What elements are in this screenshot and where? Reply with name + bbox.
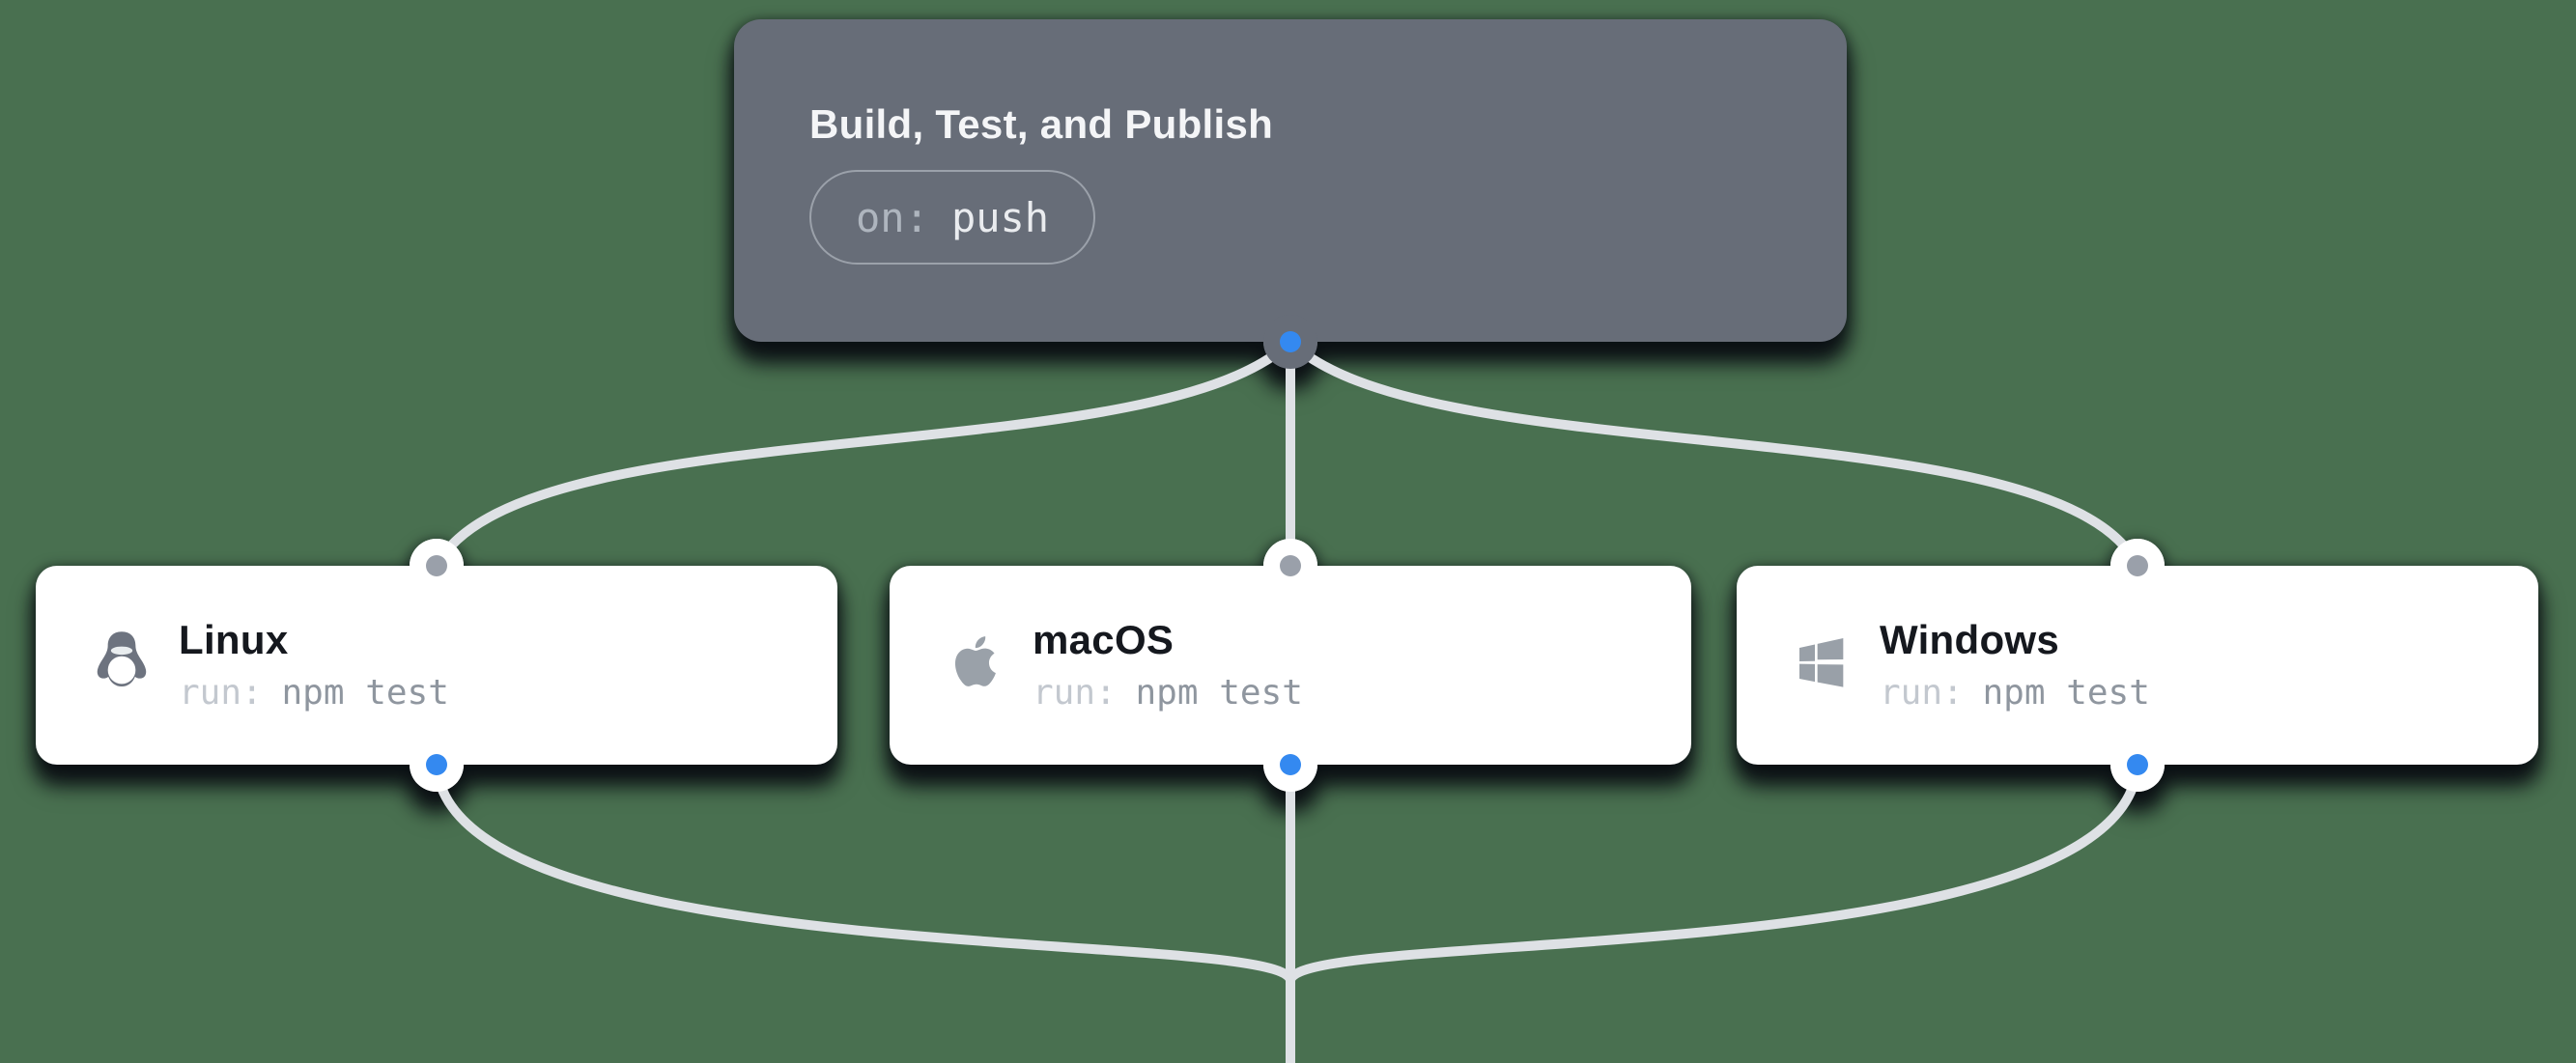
macos-input-port: [1263, 539, 1317, 593]
edge-linux-to-next: [432, 760, 1295, 986]
macos-output-port: [1263, 738, 1317, 792]
edge-trigger-to-windows: [1286, 337, 2142, 571]
apple-icon: [942, 631, 1009, 691]
port-dot: [1280, 331, 1301, 352]
trigger-output-port: [1263, 315, 1317, 369]
edge-windows-to-next: [1286, 760, 2142, 986]
job-node-windows[interactable]: Windows run:npm test: [1737, 539, 2538, 792]
port-dot: [1280, 754, 1301, 775]
port-dot: [426, 555, 447, 576]
trigger-event-badge: on: push: [809, 170, 1096, 265]
job-title: macOS: [1033, 617, 1175, 662]
job-run-command: run:npm test: [179, 673, 449, 713]
job-run-command: run:npm test: [1033, 673, 1303, 713]
linux-input-port: [410, 539, 464, 593]
job-node-linux[interactable]: Linux run:npm test: [36, 539, 837, 792]
windows-icon: [1789, 630, 1856, 692]
workflow-title: Build, Test, and Publish: [809, 101, 1274, 147]
trigger-event-value: push: [950, 193, 1050, 241]
port-dot: [1280, 555, 1301, 576]
port-dot: [2127, 754, 2148, 775]
linux-output-port: [410, 738, 464, 792]
trigger-node[interactable]: Build, Test, and Publish on: push: [734, 19, 1847, 369]
job-node-macos[interactable]: macOS run:npm test: [890, 539, 1691, 792]
port-dot: [2127, 555, 2148, 576]
job-run-command: run:npm test: [1880, 673, 2150, 713]
trigger-event-label: on:: [856, 193, 929, 241]
job-title: Windows: [1880, 617, 2060, 662]
windows-output-port: [2110, 738, 2165, 792]
job-title: Linux: [179, 617, 289, 662]
edge-trigger-to-linux: [432, 337, 1295, 571]
linux-tux-icon: [88, 629, 156, 694]
windows-input-port: [2110, 539, 2165, 593]
port-dot: [426, 754, 447, 775]
